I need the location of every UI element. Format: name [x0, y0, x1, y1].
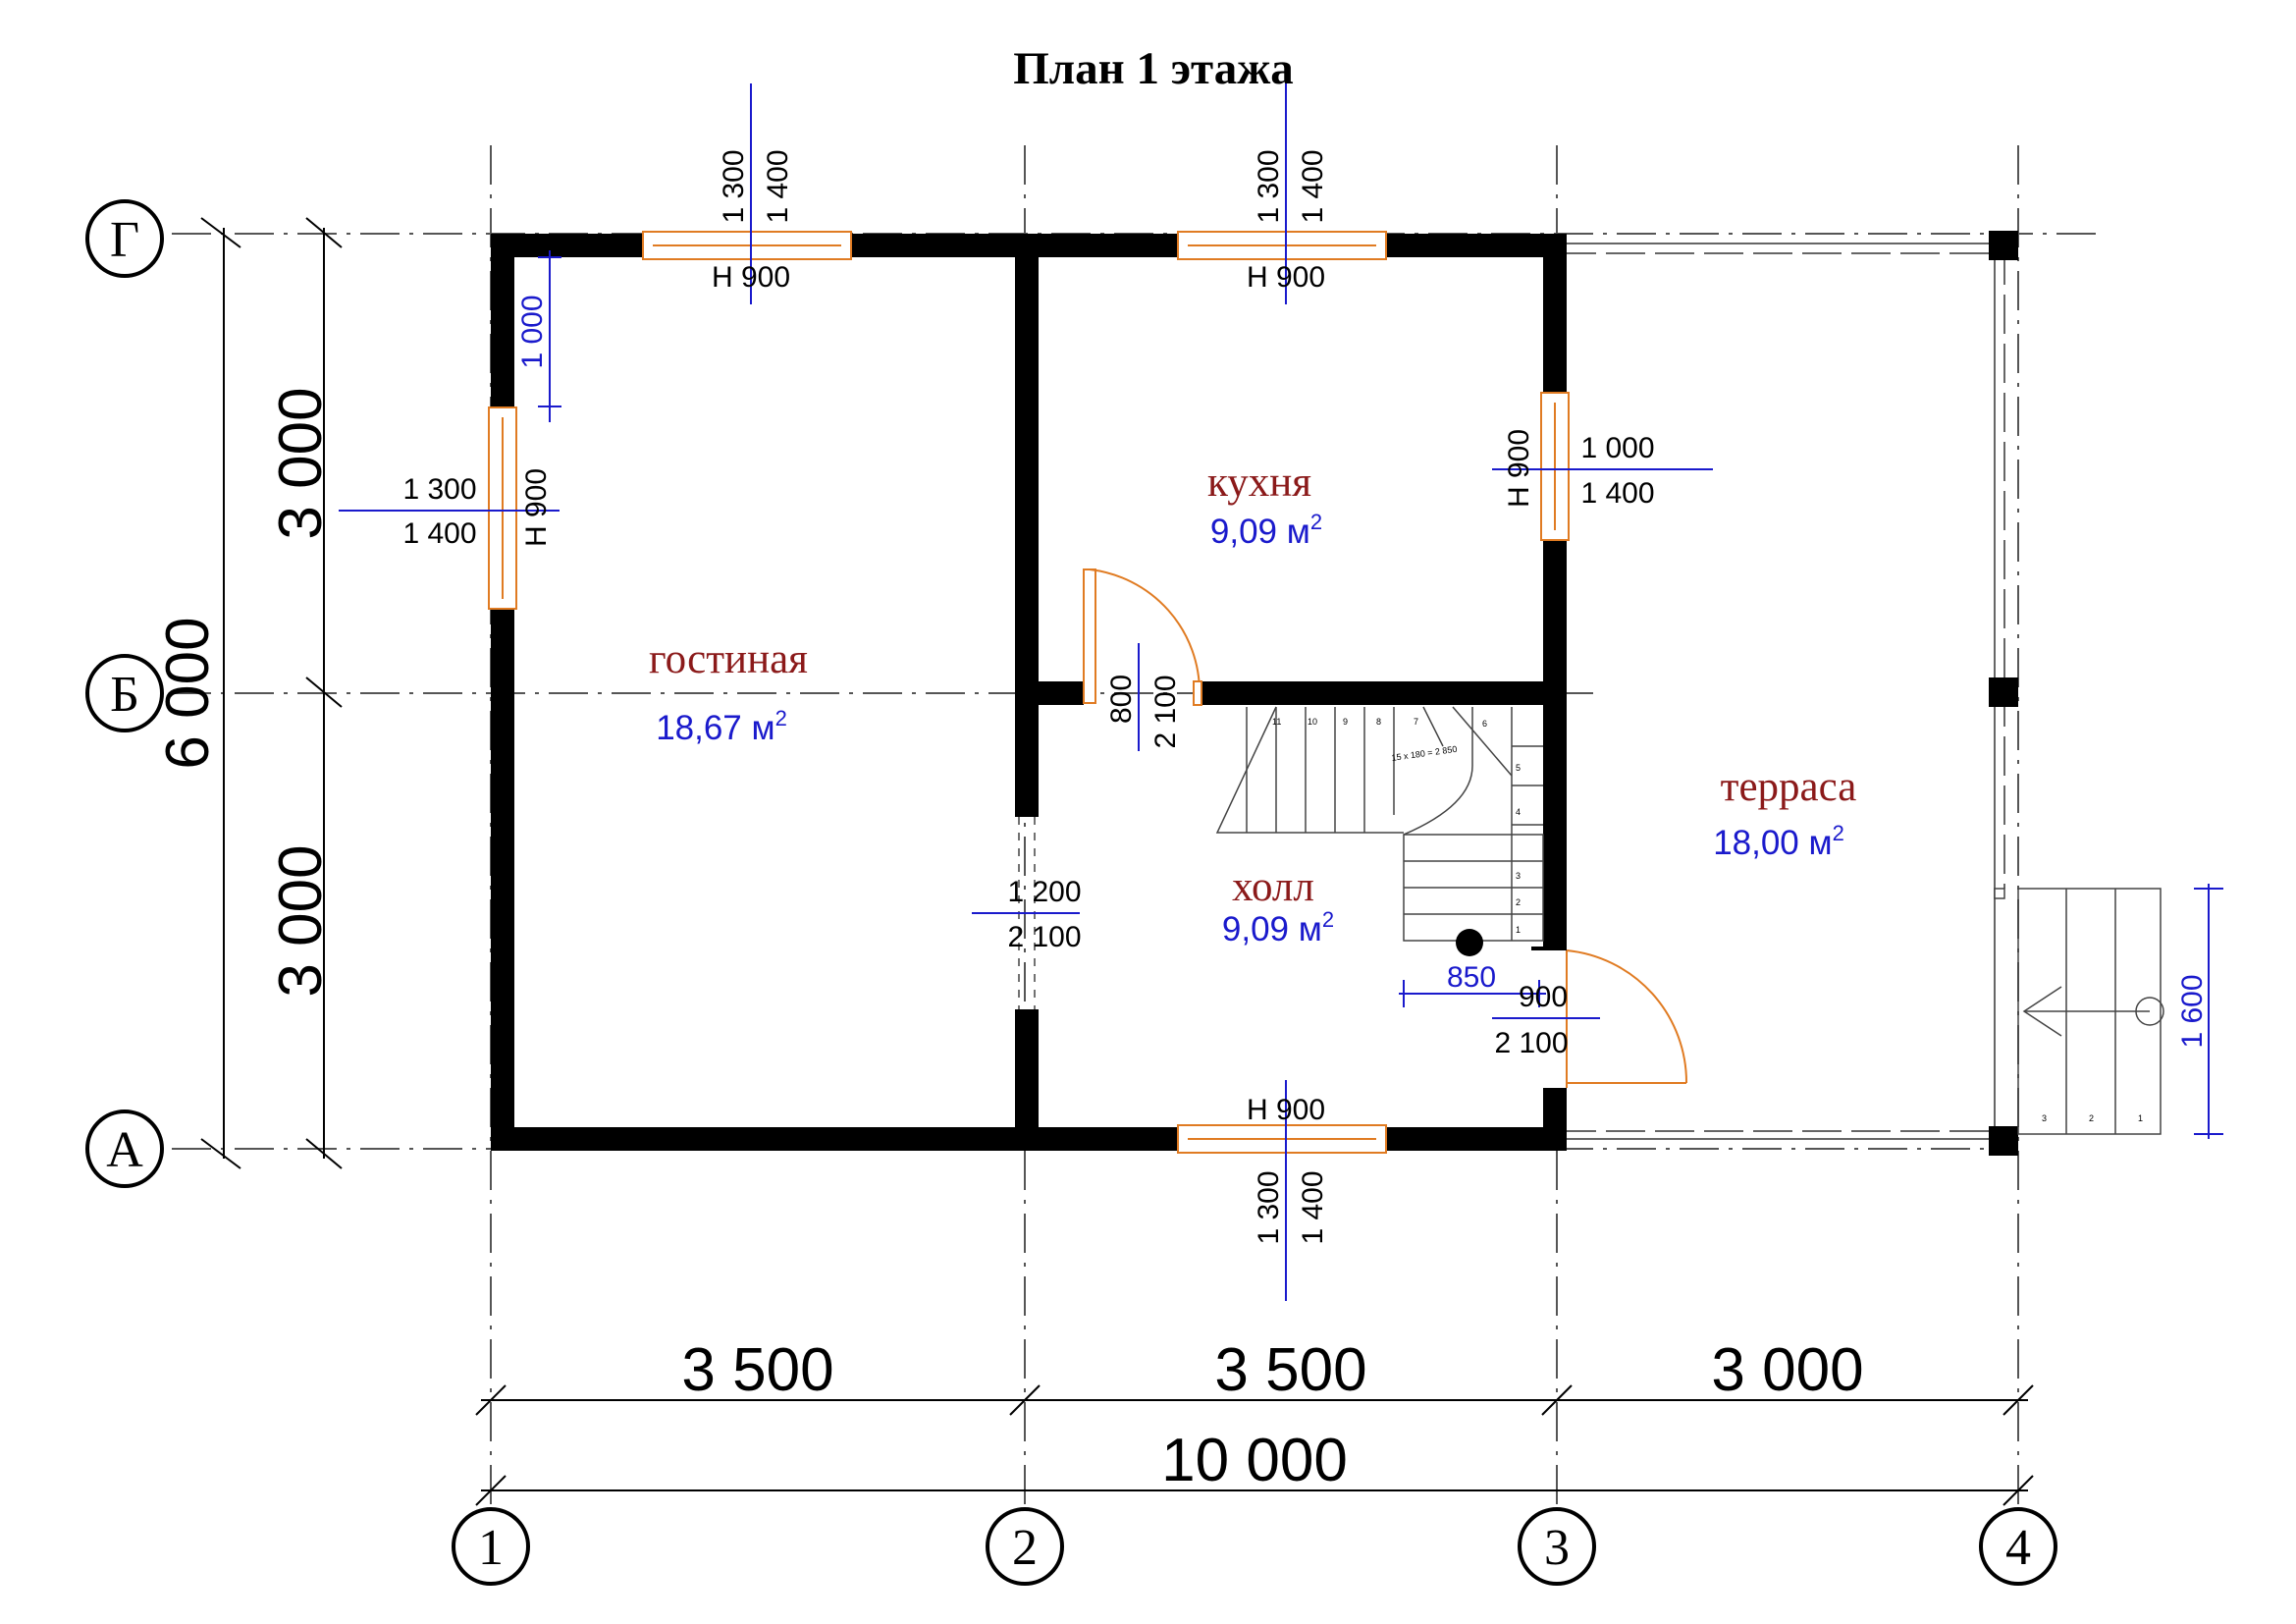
porch-step-3: 3 [2042, 1113, 2047, 1123]
porch-steps: 3 2 1 1 600 [2017, 884, 2223, 1139]
stair-step-6: 6 [1482, 719, 1487, 729]
axis-label-4: 4 [2005, 1520, 2031, 1576]
terrace-railing [1557, 231, 2018, 1156]
win-left-w: 1 300 [402, 473, 476, 506]
win-right-w: 1 000 [1580, 432, 1654, 464]
win-right-h: 1 400 [1580, 477, 1654, 510]
plan-title: План 1 этажа [1013, 43, 1294, 94]
room-name-kitchen: кухня [1207, 460, 1311, 506]
stair-step-8: 8 [1376, 717, 1381, 727]
walls [491, 234, 1567, 1151]
axis-label-g: Г [110, 212, 139, 268]
opening-living-w: 1 200 [1007, 876, 1081, 908]
axis-label-1: 1 [478, 1520, 504, 1576]
win-left-h: 1 400 [402, 517, 476, 550]
win-top-left-h: 1 400 [762, 149, 794, 223]
stair-step-10: 10 [1308, 717, 1317, 727]
dim-left-total: 6 000 [154, 617, 222, 769]
dim-stair-offset: 850 [1447, 961, 1496, 994]
axis-label-3: 3 [1544, 1520, 1570, 1576]
room-area-living: 18,67 м2 [656, 706, 787, 747]
room-area-hall: 9,09 м2 [1222, 907, 1334, 948]
room-labels: гостиная 18,67 м2 кухня 9,09 м2 холл 9,0… [649, 460, 1856, 948]
stair-step-4: 4 [1516, 807, 1521, 817]
stair-step-1: 1 [1516, 925, 1521, 935]
stair-note: 15 x 180 = 2 850 [1391, 744, 1458, 763]
axis-label-b: Б [110, 667, 139, 723]
bottom-dimensions: 3 500 3 500 3 000 10 000 [475, 1336, 2034, 1506]
door-entry-h: 2 100 [1494, 1027, 1568, 1059]
dim-porch: 1 600 [2176, 974, 2209, 1048]
win-top-right-w: 1 300 [1253, 149, 1285, 223]
door-kitchen-h: 2 100 [1149, 675, 1182, 748]
dim-left-bottom: 3 000 [267, 844, 335, 997]
axis-label-2: 2 [1012, 1520, 1038, 1576]
dim-span-1: 3 500 [681, 1336, 833, 1404]
win-bottom-h: 1 400 [1297, 1170, 1329, 1244]
windows [488, 231, 1570, 1154]
win-top-right-sill: Н 900 [1247, 261, 1325, 294]
room-name-terrace: терраса [1721, 764, 1857, 810]
door-kitchen-w: 800 [1105, 675, 1138, 724]
left-dimensions: 6 000 3 000 3 000 [154, 217, 343, 1169]
opening-labels: 1 300 1 400 Н 900 1 300 1 400 Н 900 1 30… [402, 149, 1654, 1244]
room-name-living: гостиная [649, 636, 808, 682]
win-right-sill: Н 900 [1503, 429, 1535, 508]
dim-bottom-total: 10 000 [1161, 1427, 1348, 1494]
room-area-kitchen: 9,09 м2 [1210, 510, 1322, 551]
stair-step-3: 3 [1516, 871, 1521, 881]
stair-step-9: 9 [1343, 717, 1348, 727]
opening-living-h: 2 100 [1007, 921, 1081, 953]
stair-step-7: 7 [1414, 717, 1418, 727]
dim-left-top: 3 000 [267, 387, 335, 539]
dim-span-2: 3 500 [1214, 1336, 1366, 1404]
win-bottom-w: 1 300 [1253, 1170, 1285, 1244]
axis-markers: Г Б А 1 2 3 4 [85, 199, 2057, 1586]
door-entry-w: 900 [1519, 981, 1568, 1013]
room-area-terrace: 18,00 м2 [1713, 821, 1844, 862]
stair-step-2: 2 [1516, 897, 1521, 907]
dim-window-offset: 1 000 [516, 295, 549, 368]
win-left-sill: Н 900 [520, 468, 553, 547]
room-name-hall: холл [1232, 864, 1314, 910]
doors [1083, 568, 1688, 1088]
stair-step-5: 5 [1516, 763, 1521, 773]
porch-step-2: 2 [2089, 1113, 2094, 1123]
stair-step-11: 11 [1272, 717, 1281, 727]
dim-span-3: 3 000 [1711, 1336, 1863, 1404]
axis-label-a: А [106, 1122, 143, 1178]
win-top-right-h: 1 400 [1297, 149, 1329, 223]
staircase: 1 2 3 4 5 6 7 8 9 10 11 15 x 180 = 2 850 [1215, 706, 1544, 956]
win-top-left-w: 1 300 [718, 149, 750, 223]
win-top-left-sill: Н 900 [712, 261, 790, 294]
opening-leaders [339, 83, 1713, 1301]
win-bottom-sill: Н 900 [1247, 1094, 1325, 1126]
porch-step-1: 1 [2138, 1113, 2143, 1123]
